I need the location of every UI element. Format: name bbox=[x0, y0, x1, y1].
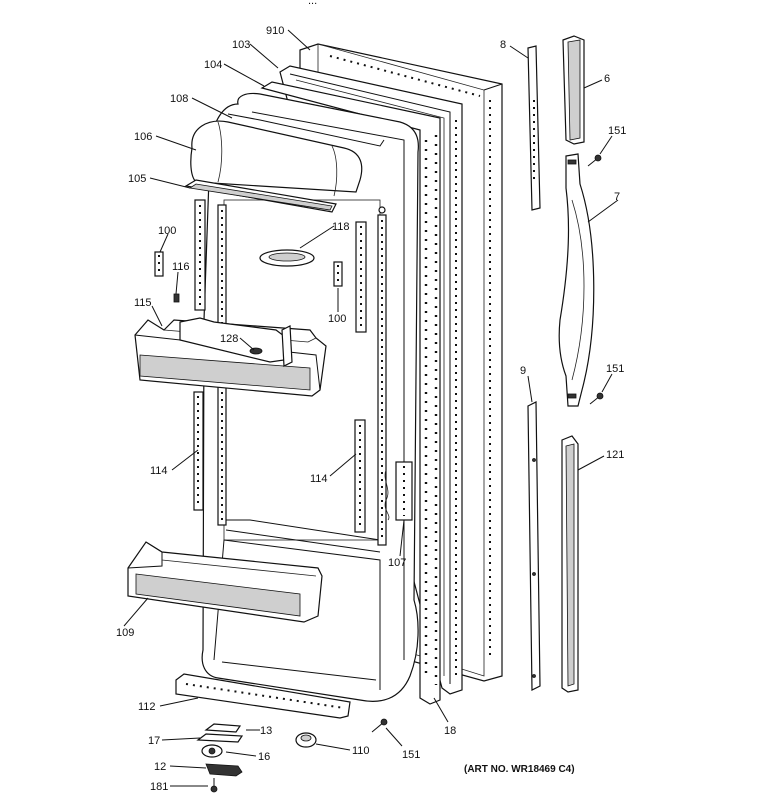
shelf-clips bbox=[154, 251, 343, 303]
door-bin-lower bbox=[127, 541, 323, 623]
top-cover bbox=[184, 113, 385, 213]
callout-107: 107 bbox=[388, 557, 406, 569]
callout-151-middle: 151 bbox=[606, 363, 624, 375]
callout-151-top: 151 bbox=[608, 125, 626, 137]
callout-121: 121 bbox=[606, 449, 624, 461]
callout-128: 128 bbox=[220, 333, 238, 345]
callout-104: 104 bbox=[204, 59, 222, 71]
callout-112: 112 bbox=[138, 701, 156, 713]
callout-114-right: 114 bbox=[310, 473, 328, 485]
callout-100-left: 100 bbox=[158, 225, 176, 237]
callout-16: 16 bbox=[258, 751, 270, 763]
callout-115: 115 bbox=[134, 297, 152, 309]
callout-17: 17 bbox=[148, 735, 160, 747]
callout-18: 18 bbox=[444, 725, 456, 737]
art-number: (ART NO. WR18469 C4) bbox=[464, 764, 575, 775]
callout-108: 108 bbox=[170, 93, 188, 105]
rails-lower bbox=[193, 391, 413, 533]
callout-labels: 910 103 104 108 106 105 100 116 118 100 … bbox=[116, 25, 626, 793]
callout-110: 110 bbox=[352, 745, 370, 757]
callout-109: 109 bbox=[116, 627, 134, 639]
door-bin-upper bbox=[134, 317, 327, 397]
callout-12: 12 bbox=[154, 761, 166, 773]
callout-181: 181 bbox=[150, 781, 168, 793]
handle-assembly bbox=[527, 35, 604, 693]
callout-8: 8 bbox=[500, 39, 506, 51]
leader-lines bbox=[123, 29, 619, 787]
callout-151-bottom: 151 bbox=[402, 749, 420, 761]
callout-9: 9 bbox=[520, 365, 526, 377]
door-liner bbox=[194, 92, 438, 702]
callout-103: 103 bbox=[232, 39, 250, 51]
callout-100-right: 100 bbox=[328, 313, 346, 325]
callout-116: 116 bbox=[172, 261, 190, 273]
callout-105: 105 bbox=[128, 173, 146, 185]
callout-13: 13 bbox=[260, 725, 272, 737]
callout-910: 910 bbox=[266, 25, 284, 37]
callout-118: 118 bbox=[332, 221, 350, 233]
callout-7: 7 bbox=[614, 191, 620, 203]
callout-114-left: 114 bbox=[150, 465, 168, 477]
hinge-hardware bbox=[196, 718, 388, 793]
bottom-trim bbox=[175, 673, 351, 719]
callout-6: 6 bbox=[604, 73, 610, 85]
callout-106: 106 bbox=[134, 131, 152, 143]
handle-recess bbox=[259, 249, 315, 267]
top-cropped-label: ... bbox=[308, 0, 317, 7]
